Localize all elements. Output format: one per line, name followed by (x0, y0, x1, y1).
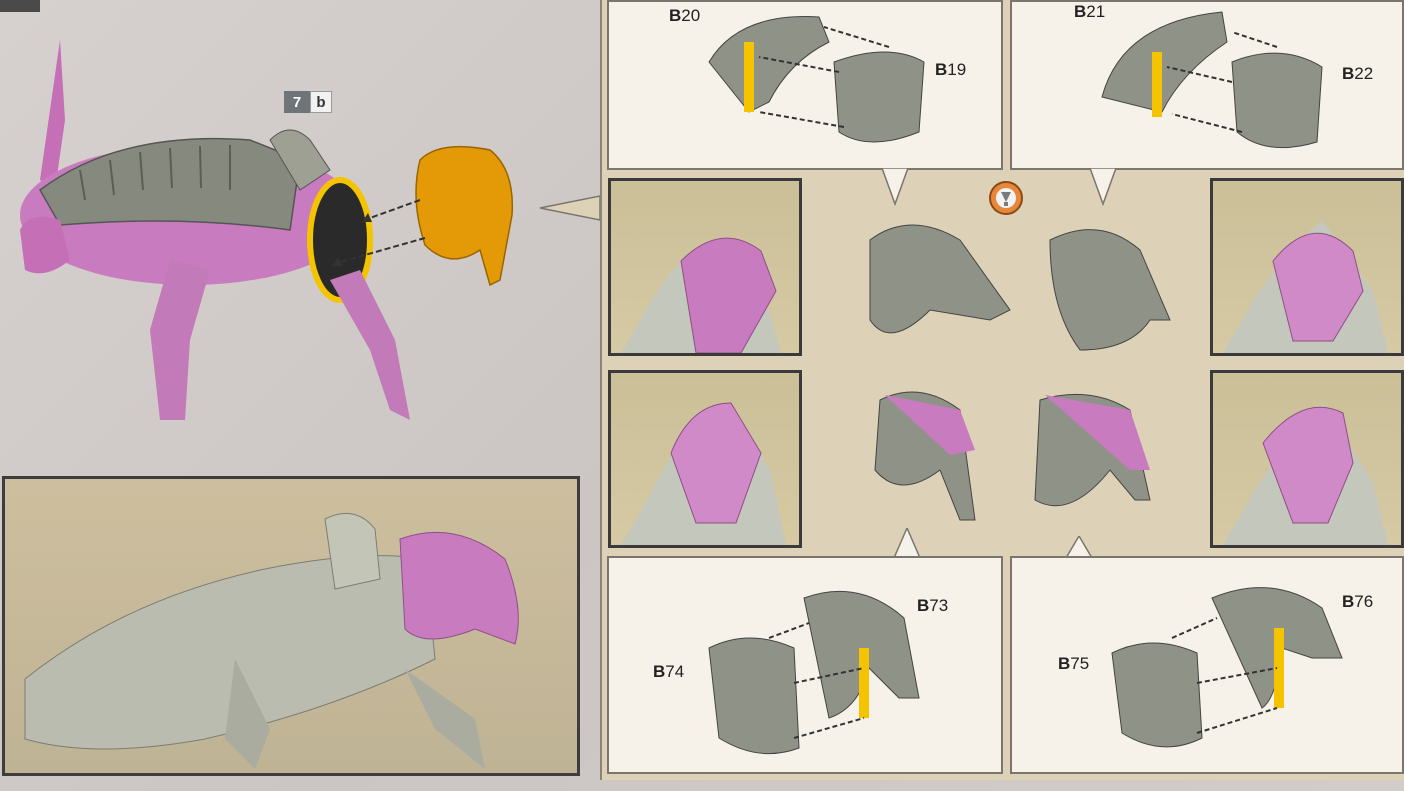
thumbnail-left-bottom (608, 370, 802, 548)
model-rear-leg (405, 669, 485, 769)
part-b20-shape (709, 17, 829, 112)
label-b20: B20 (669, 6, 700, 26)
callout-b21-b22: B21 B22 (1010, 0, 1404, 170)
part-b74-shape (709, 638, 799, 754)
part-b76-highlight (1274, 628, 1284, 708)
thumbnail-right-top (1210, 178, 1404, 356)
callout-b75-b76: B76 B75 (1010, 556, 1404, 774)
thumbnail-right-bottom (1210, 370, 1404, 548)
model-saddle (325, 513, 380, 589)
part-b21-shape (1102, 12, 1227, 112)
label-b76: B76 (1342, 592, 1373, 612)
label-b19: B19 (935, 60, 966, 80)
part-b22-shape (1232, 53, 1322, 148)
callout-b20-b19: B20 B19 (607, 0, 1003, 170)
callout-b73-b74: B73 B74 (607, 556, 1003, 774)
head-view-2 (1050, 230, 1170, 350)
rear-leg (330, 270, 410, 420)
main-assembly-drawing (0, 0, 600, 470)
part-b73-highlight (859, 648, 869, 718)
thumbnail-left-top (608, 178, 802, 356)
label-b22: B22 (1342, 64, 1373, 84)
thumbnail-right-bottom-drawing (1213, 373, 1401, 545)
part-b75-shape (1112, 643, 1202, 747)
callout-b20-b19-drawing (609, 2, 1001, 168)
part-b19-shape (834, 52, 924, 142)
part-b20-highlight (744, 42, 754, 112)
thumbnail-right-top-drawing (1213, 181, 1401, 353)
assembled-photo (2, 476, 580, 776)
head-view-1 (870, 225, 1010, 333)
label-b73: B73 (917, 596, 948, 616)
callout-b21-b22-drawing (1012, 2, 1402, 168)
part-b21-highlight (1152, 52, 1162, 117)
model-pink-head (400, 532, 518, 644)
callout-pointer (540, 196, 600, 220)
tail-shape (40, 40, 65, 190)
label-b75: B75 (1058, 654, 1089, 674)
label-b74: B74 (653, 662, 684, 682)
assembled-model-illustration (5, 479, 580, 776)
thumbnail-left-top-drawing (611, 181, 799, 353)
head-piece-views (810, 200, 1200, 540)
orange-head-part (416, 147, 512, 285)
thumbnail-left-bottom-drawing (611, 373, 799, 545)
front-leg (150, 260, 210, 420)
label-b21: B21 (1074, 2, 1105, 22)
